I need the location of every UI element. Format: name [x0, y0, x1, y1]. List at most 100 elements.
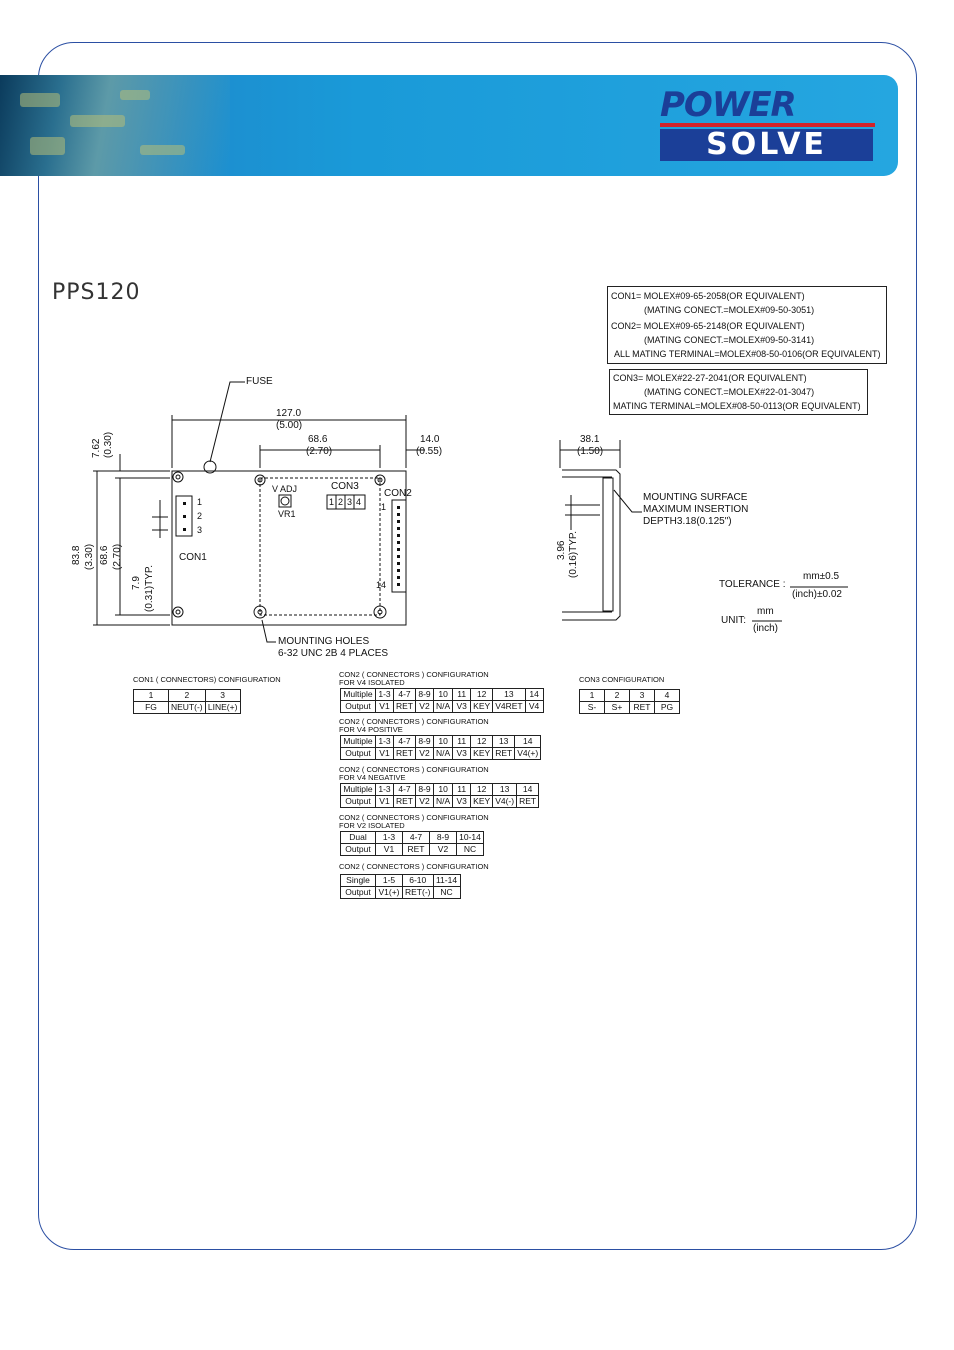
table-cell: Output: [340, 843, 376, 856]
note-line: CON3= MOLEX#22-27-2041(OR EQUIVALENT): [613, 373, 807, 383]
table-cell: 1-3: [375, 735, 394, 748]
dim-label: (2.70): [112, 543, 123, 570]
table-cell: 1: [579, 689, 605, 702]
page-title: PPS120: [52, 280, 141, 305]
table-cell: PG: [654, 701, 680, 714]
note-line: ALL MATING TERMINAL=MOLEX#08-50-0106(OR …: [614, 349, 881, 359]
table-cell: Output: [340, 795, 376, 808]
note-line: (MATING CONECT.=MOLEX#09-50-3051): [644, 305, 815, 315]
table-cell: Output: [340, 747, 376, 760]
table-cell: 12: [470, 688, 494, 701]
table-cell: 4-7: [402, 831, 430, 844]
table-cell: 14: [516, 783, 540, 796]
con1-config-title: CON1 ( CONNECTORS) CONFIGURATION: [133, 675, 281, 684]
table-cell: 8-9: [415, 735, 434, 748]
tolerance-mm: mm±0.5: [803, 571, 840, 582]
dim-label: 127.0: [276, 408, 302, 419]
logo-red-line: [660, 123, 875, 127]
table-cell: 4-7: [393, 783, 416, 796]
note-line: CON1= MOLEX#09-65-2058(OR EQUIVALENT): [611, 291, 805, 301]
table-cell: 4-7: [393, 688, 416, 701]
con2-config-title: CON2 ( CONNECTORS ) CONFIGURATION: [339, 862, 489, 871]
dim-label: 38.1: [580, 434, 600, 445]
table-cell: 1-3: [375, 783, 394, 796]
table-cell: Multiple: [340, 688, 376, 701]
note-line: (MATING CONECT.=MOLEX#22-01-3047): [644, 387, 815, 397]
table-cell: 10-14: [456, 831, 484, 844]
table-cell: RET: [393, 795, 416, 808]
dim-label: 68.6: [99, 545, 110, 565]
table-cell: KEY: [470, 700, 494, 713]
table-cell: 2: [604, 689, 630, 702]
note-line: (MATING CONECT.=MOLEX#09-50-3141): [644, 335, 815, 345]
powersolve-logo: POWER SOLVE: [660, 87, 875, 163]
tolerance-label: TOLERANCE :: [719, 579, 786, 590]
table-cell: RET: [492, 747, 516, 760]
table-cell: 14: [524, 688, 544, 701]
note-line: MATING TERMINAL=MOLEX#08-50-0113(OR EQUI…: [613, 401, 861, 411]
con2-label: CON2: [384, 488, 412, 499]
dim-label: (3.30): [84, 543, 95, 570]
table-cell: 8-9: [415, 783, 434, 796]
table-cell: V1: [375, 795, 394, 808]
notes-box-1: CON1= MOLEX#09-65-2058(OR EQUIVALENT) (M…: [607, 286, 887, 364]
table-cell: FG: [133, 701, 169, 714]
table-cell: NC: [456, 843, 484, 856]
con2-config-title: CON2 ( CONNECTORS ) CONFIGURATION: [339, 765, 489, 774]
pin-label: 4: [356, 497, 362, 507]
pin-label: 1: [381, 502, 387, 512]
mounting-holes-label: MOUNTING HOLES: [278, 636, 370, 647]
table-cell: V4: [524, 700, 544, 713]
con1-config-table: 1 2 3 FG NEUT(-) LINE(+): [133, 689, 241, 714]
dim-label: 83.8: [71, 545, 82, 565]
table-cell: NC: [432, 886, 461, 899]
fuse-label: FUSE: [246, 376, 273, 387]
table-cell: 11: [452, 783, 472, 796]
table-cell: V2: [415, 700, 434, 713]
table-cell: Single: [340, 874, 376, 887]
logo-power: POWER: [660, 85, 797, 125]
dim-label: (0.31)TYP.: [144, 564, 155, 612]
table-cell: 6-10: [402, 874, 434, 887]
pin-label: 14: [376, 580, 387, 590]
dim-label: 7.9: [131, 576, 142, 590]
dim-label: 68.6: [308, 434, 328, 445]
table-cell: RET: [629, 701, 655, 714]
logo-solve: SOLVE: [660, 129, 873, 161]
table-cell: 1-5: [375, 874, 403, 887]
dim-label: (1.50): [577, 446, 604, 457]
pin-label: 1: [329, 497, 335, 507]
con2-config-title: CON2 ( CONNECTORS ) CONFIGURATION: [339, 813, 489, 822]
unit-inch: (inch): [753, 623, 779, 634]
pin-label: 3: [347, 497, 353, 507]
table-cell: 10: [432, 783, 454, 796]
con2-config-subtitle: FOR V4 ISOLATED: [339, 678, 405, 687]
table-cell: RET: [393, 700, 416, 713]
table-cell: Output: [340, 886, 376, 899]
table-cell: 4-7: [393, 735, 416, 748]
table-cell: 4: [654, 689, 680, 702]
con2-config-subtitle: FOR V2 ISOLATED: [339, 821, 405, 830]
table-cell: V2: [429, 843, 457, 856]
table-cell: NEUT(-): [168, 701, 206, 714]
table-cell: LINE(+): [204, 701, 241, 714]
con2-config-subtitle: FOR V4 POSITIVE: [339, 725, 403, 734]
con2-config-subtitle: FOR V4 NEGATIVE: [339, 773, 406, 782]
max-insertion-label: MAXIMUM INSERTION: [643, 504, 749, 515]
table-cell: 10: [432, 688, 454, 701]
table-cell: V1: [375, 700, 394, 713]
pin-label: 2: [197, 511, 203, 521]
dim-label: (0.55): [416, 446, 443, 457]
table-cell: 12: [470, 783, 494, 796]
con2-config-title: CON2 ( CONNECTORS ) CONFIGURATION: [339, 717, 489, 726]
dim-label: (0.30): [103, 431, 114, 458]
table-cell: RET: [393, 747, 416, 760]
table-cell: 1-3: [375, 831, 403, 844]
table-cell: V1: [375, 747, 394, 760]
table-cell: 1-3: [375, 688, 394, 701]
table-cell: KEY: [470, 747, 494, 760]
